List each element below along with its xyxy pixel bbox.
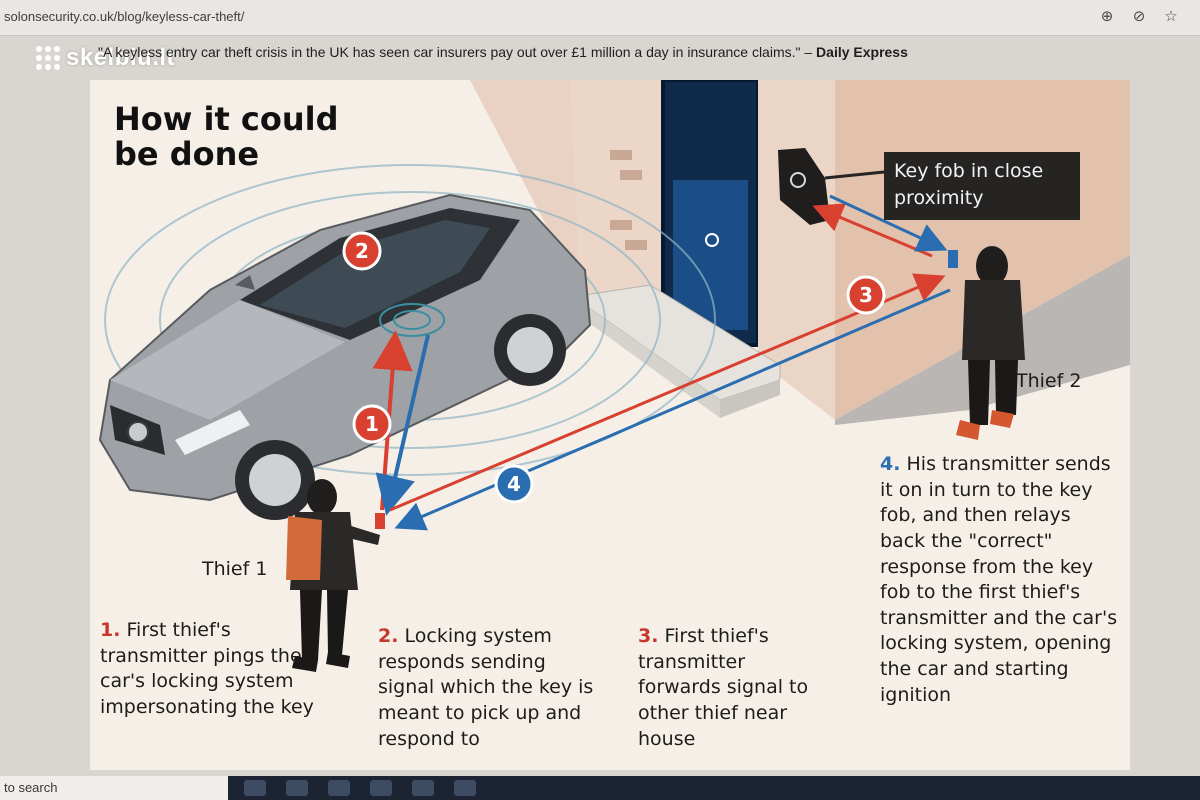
watermark-text: skelbiu.lt — [66, 44, 176, 71]
step-4-text: 4. His transmitter sends it on in turn t… — [880, 453, 1118, 706]
browser-toolbar: solonsecurity.co.uk/blog/keyless-car-the… — [0, 0, 1200, 36]
signal-arrow-3 — [389, 273, 946, 512]
watermark-logo: skelbiu.lt — [36, 44, 175, 72]
signal-arrow-from-fob — [829, 194, 948, 252]
infographic: 1 2 3 4 How it could be done Key fob in … — [90, 80, 1130, 770]
infographic-title: How it could be done — [114, 100, 339, 174]
zoom-icon[interactable]: ⊕ — [1100, 8, 1114, 25]
files-icon[interactable] — [454, 780, 476, 796]
thief-1-backpack — [286, 516, 322, 580]
star-icon[interactable]: ☆ — [1164, 8, 1178, 25]
thief-1-label: Thief 1 — [202, 558, 268, 580]
step-2-text: 2. Locking system responds sending signa… — [378, 625, 594, 750]
taskbar-search-input[interactable]: to search — [0, 776, 228, 800]
page-quote: "A keyless entry car theft crisis in the… — [98, 44, 998, 60]
door-panel — [673, 180, 748, 330]
car-badge-icon — [127, 421, 149, 443]
watermark-dots-icon — [36, 46, 60, 70]
signal-arrow-4 — [394, 288, 951, 531]
svg-text:1: 1 — [365, 412, 379, 436]
svg-text:3: 3 — [859, 283, 873, 307]
svg-text:4: 4 — [507, 472, 521, 496]
hide-icon[interactable]: ⊘ — [1132, 8, 1146, 25]
thief-2-label: Thief 2 — [1016, 370, 1082, 392]
step-3-text: 3. First thief's transmitter forwards si… — [638, 625, 809, 750]
chrome-icon[interactable] — [412, 780, 434, 796]
store-icon[interactable] — [286, 780, 308, 796]
quote-text: "A keyless entry car theft crisis in the… — [98, 44, 813, 60]
mail-icon[interactable] — [328, 780, 350, 796]
task-view-icon[interactable] — [244, 780, 266, 796]
thief-1-figure — [286, 479, 385, 672]
signal-arrow-2 — [375, 334, 430, 516]
key-fob-icon — [790, 172, 806, 188]
thief-2-figure — [948, 246, 1025, 440]
scene-illustration: 1 2 3 4 — [90, 80, 1130, 770]
address-bar[interactable]: solonsecurity.co.uk/blog/keyless-car-the… — [4, 9, 245, 24]
step-1-text: 1. First thief's transmitter pings the c… — [100, 619, 314, 718]
edge-icon[interactable] — [370, 780, 392, 796]
car — [98, 193, 592, 520]
step-marker-2: 2 — [342, 231, 382, 271]
os-taskbar: to search — [0, 776, 1200, 800]
door-knocker-icon — [705, 233, 719, 247]
thief-2-transmitter-icon — [948, 250, 958, 268]
step-marker-4: 4 — [494, 464, 534, 504]
signal-arrow-to-fob — [812, 203, 933, 258]
quote-source: Daily Express — [816, 44, 908, 60]
key-fob-callout: Key fob in close proximity — [884, 152, 1080, 220]
step-marker-1: 1 — [352, 404, 392, 444]
step-marker-3: 3 — [846, 275, 886, 315]
thief-1-transmitter-icon — [375, 513, 385, 529]
svg-text:2: 2 — [355, 239, 369, 263]
house-wall-left — [570, 80, 665, 350]
